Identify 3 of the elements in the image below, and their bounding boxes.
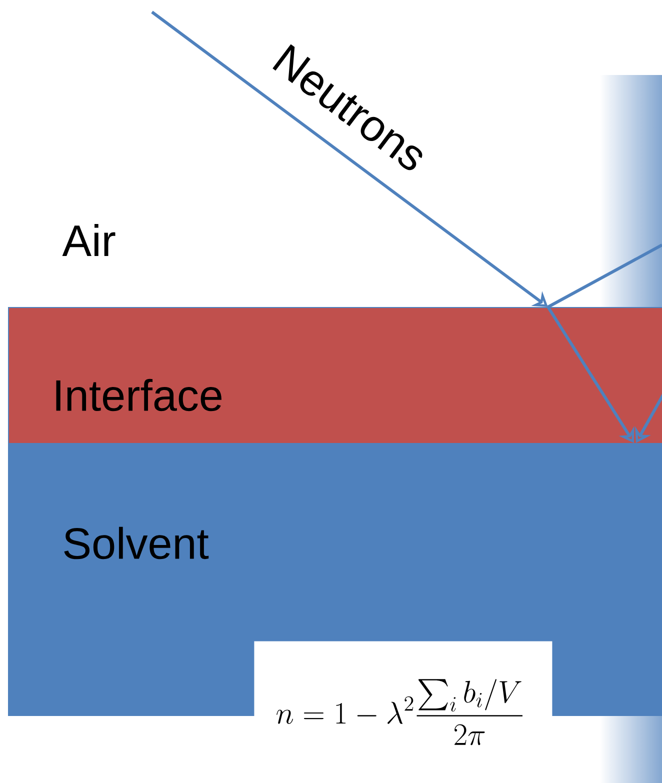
layer-name: Air [62,224,116,256]
layer-band: Interface [8,307,662,444]
formula: $n = 1 - \lambda^2 \frac{\sum_i b_i/V}{2\pi}$ [254,641,552,783]
